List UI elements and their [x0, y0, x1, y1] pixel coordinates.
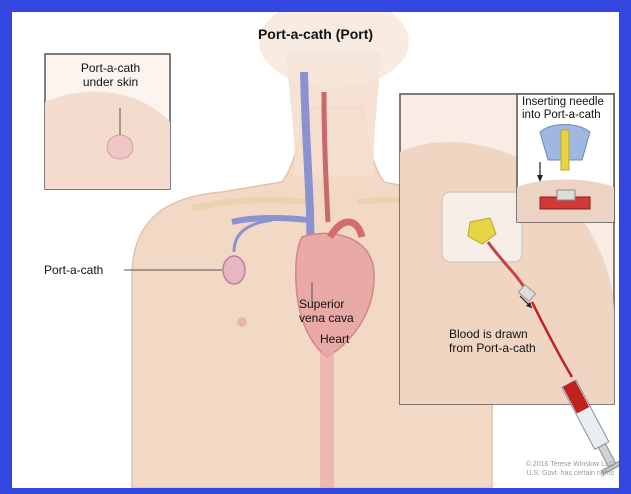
head-shape: [259, 12, 409, 87]
label-line: Port-a-cath: [68, 61, 153, 75]
descending-aorta: [320, 352, 334, 488]
label-line: Superior: [299, 297, 354, 311]
nipple-left: [237, 317, 247, 327]
copyright-credit: © 2016 Terese Winslow LLC U.S. Govt. has…: [482, 460, 614, 478]
label-superior-vena-cava: Superior vena cava: [299, 297, 354, 325]
label-line: vena cava: [299, 311, 354, 325]
label-line: under skin: [68, 75, 153, 89]
credit-line: U.S. Govt. has certain rights: [482, 469, 614, 478]
label-line: from Port-a-cath: [449, 341, 536, 355]
page-title: Port-a-cath (Port): [12, 26, 619, 42]
label-blood-drawn: Blood is drawn from Port-a-cath: [449, 327, 536, 355]
label-line: Inserting needle: [522, 96, 604, 109]
label-inserting-needle: Inserting needle into Port-a-cath: [522, 96, 604, 122]
label-line: into Port-a-cath: [522, 109, 604, 122]
label-line: Blood is drawn: [449, 327, 536, 341]
illustration-panel: Port-a-cath (Port) Port-a-cath under ski…: [12, 12, 619, 488]
label-port-a-cath: Port-a-cath: [44, 263, 103, 277]
label-heart: Heart: [320, 332, 349, 346]
credit-line: © 2016 Terese Winslow LLC: [482, 460, 614, 469]
label-port-under-skin: Port-a-cath under skin: [68, 61, 153, 89]
port-a-cath-device: [223, 256, 245, 284]
